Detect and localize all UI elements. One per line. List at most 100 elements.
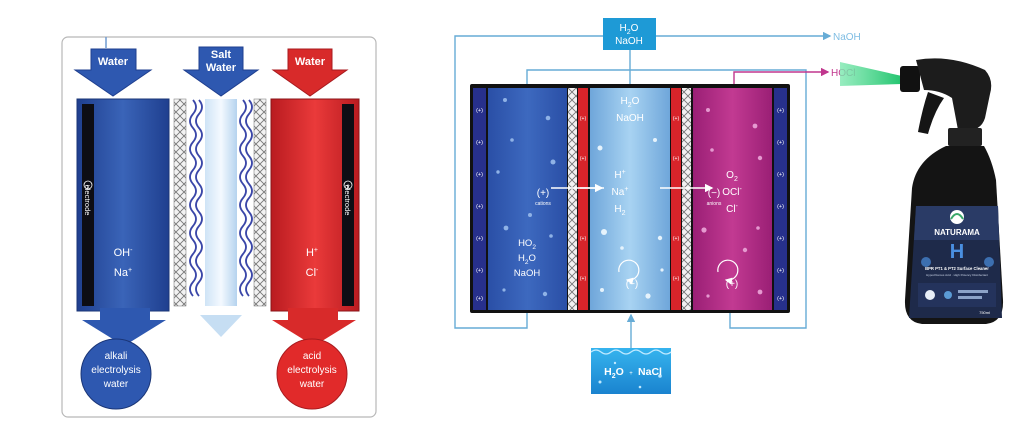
anode-circulation-arrow [717, 259, 739, 285]
right-end-plate: (+) (+) (+) (+) (+) (+) (+) [774, 88, 787, 310]
trigger-lever [918, 92, 944, 134]
product-volume: 750ml [979, 310, 990, 315]
plate-sign: (+) [476, 108, 483, 114]
cathode-chamber: (+) cations HO2 H2O NaOH [488, 88, 567, 310]
membrane-sign: (+) [673, 236, 680, 242]
cathode-electrode-plate [82, 104, 94, 306]
naoh-output-label: NaOH [833, 32, 861, 43]
spray-mist [840, 62, 902, 86]
cathode-product-2: H2O [518, 253, 536, 266]
left-end-plate: (+) (+) (+) (+) (+) (+) (+) [473, 88, 486, 310]
inlet-middle-label-1: Salt [211, 49, 232, 61]
cations-sign: (+) [537, 188, 550, 199]
plate-sign: (+) [777, 108, 784, 114]
pipes [454, 31, 832, 350]
label-badge-left-icon [921, 257, 931, 267]
product-line-1: BPR PT1 & PT2 Surface Cleaner [925, 266, 989, 271]
anode-electrode-sign: (+) [726, 279, 739, 290]
bottle-cap [948, 128, 982, 146]
anions-sign: (−) [708, 188, 721, 199]
left-inner-electrode: (+) (+) (+) (+) [578, 88, 588, 310]
alkali-water-circle: alkali electrolysis water [80, 338, 152, 410]
plate-sign: (+) [777, 140, 784, 146]
anode-electrode-plate [342, 104, 354, 306]
top-product-box: H2O NaOH [603, 18, 656, 50]
brand-logo-icon [950, 210, 964, 224]
membrane-sign: (+) [580, 156, 587, 162]
product-label: NATURAMA H BPR PT1 & PT2 Surface Cleaner… [909, 206, 1002, 318]
hocl-pipe [733, 67, 830, 88]
feed-tank: H2O + NaCl [590, 348, 672, 394]
cathode-ion-1: OH- [114, 247, 134, 259]
membrane-left [173, 98, 187, 307]
cathode-ion-2: Na+ [114, 267, 132, 279]
anode-product-3: Cl- [726, 203, 738, 215]
plate-sign: (+) [476, 236, 483, 242]
membrane-right [253, 98, 267, 307]
plate-sign: (+) [777, 296, 784, 302]
anode-sign-circle [343, 180, 353, 190]
feed-line-1: H2O [604, 366, 624, 380]
middle-top-1: H2O [621, 96, 640, 109]
inlet-middle-arrow: Salt Water [182, 46, 260, 97]
plate-sign: (+) [476, 140, 483, 146]
salt-water-column [189, 99, 253, 337]
label-seal-icon [925, 290, 935, 300]
label-cert-icon [944, 291, 952, 299]
membrane-sign: (+) [673, 276, 680, 282]
anode-electrode-label: electrode [343, 185, 352, 216]
inlet-right-label: Water [295, 56, 326, 68]
membrane-sign: (+) [580, 276, 587, 282]
anode-chamber: (−) anions O2 OCl- Cl- (+) [693, 88, 772, 310]
middle-ion-1: H+ [614, 169, 625, 181]
feed-line-2: NaCl [638, 366, 662, 378]
cathode-sign: − [86, 183, 90, 190]
middle-ion-3: H2 [614, 204, 625, 217]
outlet-left-arrow [82, 308, 166, 346]
plate-sign: (+) [777, 172, 784, 178]
cations-label: cations [535, 201, 551, 207]
membrane-cation [568, 88, 577, 310]
left-diagram: Water Salt Water Water electrode − OH- N… [61, 36, 377, 418]
plate-sign: (+) [777, 236, 784, 242]
plate-sign: (+) [777, 204, 784, 210]
product-letter: H [950, 241, 964, 263]
feed-plus: + [629, 371, 633, 377]
cathode-cell: electrode − OH- Na+ [76, 98, 170, 312]
middle-chamber: H2O NaOH H+ Na+ H2 (−) [590, 88, 670, 310]
anode-ion-2: Cl- [306, 267, 319, 279]
inlet-left-label: Water [98, 56, 129, 68]
right-diagram: H2O NaOH NaOH HOCl (+) (+) (+) (+) (+) (… [454, 18, 861, 394]
top-box-line-1: H2O [620, 23, 639, 36]
acid-line-3: water [299, 379, 325, 390]
membrane-sign: (+) [673, 156, 680, 162]
plate-sign: (+) [777, 268, 784, 274]
middle-circulation-arrow [618, 259, 640, 285]
middle-electrode-sign: (−) [626, 279, 639, 290]
anode-product-1: O2 [726, 170, 738, 183]
membrane-sign: (+) [673, 116, 680, 122]
anions-label: anions [707, 201, 722, 207]
middle-top-2: NaOH [616, 113, 644, 124]
anode-cell: electrode + H+ Cl- [270, 98, 360, 312]
spray-bottle-product: NATURAMA H BPR PT1 & PT2 Surface Cleaner… [840, 58, 1004, 324]
cathode-product-3: NaOH [514, 268, 541, 279]
label-badge-right-icon [984, 257, 994, 267]
right-inner-electrode: (+) (+) (+) (+) [671, 88, 681, 310]
acid-water-circle: acid electrolysis water [276, 338, 348, 410]
alkali-line-3: water [103, 379, 129, 390]
anode-sign: + [346, 183, 350, 190]
top-box-line-2: NaOH [615, 36, 643, 47]
inlet-middle-label-2: Water [206, 62, 237, 74]
plate-sign: (+) [476, 172, 483, 178]
membrane-anion [682, 88, 691, 310]
trigger-head [900, 58, 992, 146]
plate-sign: (+) [476, 268, 483, 274]
product-brand: NATURAMA [934, 228, 980, 237]
product-line-2: Hypochlorous Acid · High Potency Disinfe… [926, 273, 988, 277]
outlet-right-arrow [272, 308, 356, 346]
alkali-line-2: electrolysis [91, 365, 140, 376]
membrane-sign: (+) [580, 116, 587, 122]
cathode-product-1: HO2 [518, 238, 536, 251]
